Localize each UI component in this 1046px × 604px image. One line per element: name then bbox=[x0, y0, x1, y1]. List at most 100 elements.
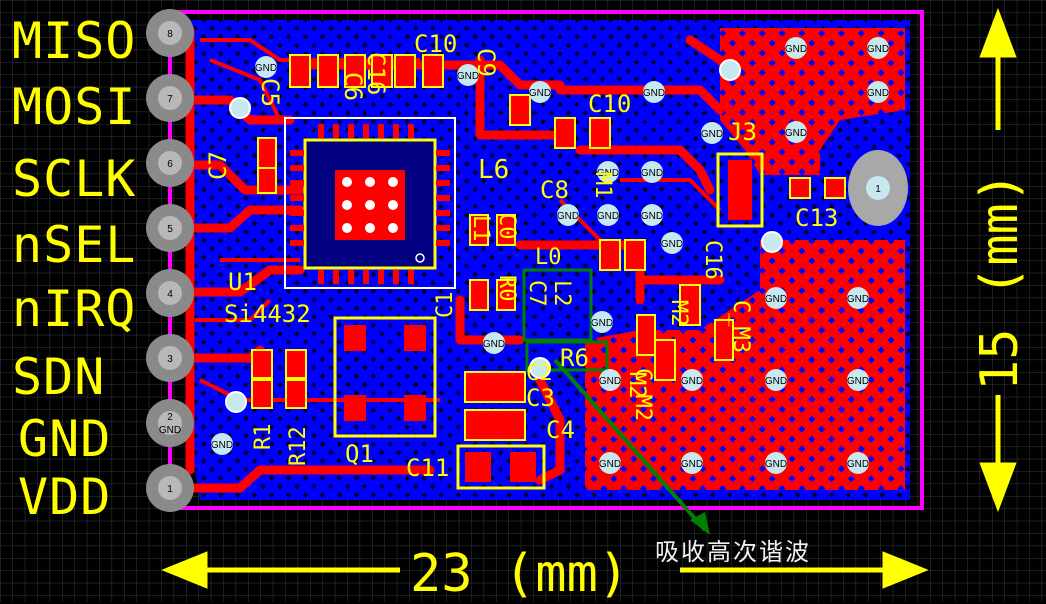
designators: C10 C9 C6 C16 C5 C7 C10 J3 L6 C8 M1 M2 C… bbox=[204, 30, 838, 482]
gnd-label: GND bbox=[641, 168, 663, 179]
thin-traces bbox=[195, 38, 722, 402]
gnd-label: GND bbox=[483, 339, 505, 350]
pin-label-sclk: SCLK bbox=[12, 150, 137, 208]
pin-label-sdn: SDN bbox=[12, 348, 106, 406]
pin-number-2: 2 bbox=[167, 412, 173, 423]
designator-c16-right: C16 bbox=[700, 240, 725, 280]
pin-pad-1: 1 bbox=[146, 464, 194, 512]
component-c11 bbox=[456, 444, 546, 490]
gnd-label: GND bbox=[255, 63, 277, 74]
gnd-label: GND bbox=[785, 44, 807, 55]
designator-q1: Q1 bbox=[345, 440, 374, 468]
pin-number-4: 4 bbox=[167, 289, 173, 300]
gnd-label: GND bbox=[867, 88, 889, 99]
dimension-height-label: 15 (mm) bbox=[970, 171, 1030, 391]
designator-c8: C8 bbox=[540, 176, 569, 204]
designator-c16-top: C16 bbox=[362, 52, 390, 95]
filter-highlight bbox=[522, 268, 710, 535]
chip-part-label: Si4432 bbox=[224, 300, 311, 328]
pin-number-5: 5 bbox=[167, 224, 173, 235]
dimension-arrows bbox=[161, 7, 1017, 589]
designator-j3: J3 bbox=[728, 118, 757, 146]
gnd-label: GND bbox=[681, 376, 703, 387]
designator-r1: R1 bbox=[251, 424, 276, 451]
antenna-copper-bottom bbox=[585, 240, 905, 490]
pin-number-7: 7 bbox=[167, 94, 173, 105]
pin-pad-3: 3 bbox=[146, 334, 194, 382]
pin-pad-7: 7 bbox=[146, 74, 194, 122]
designator-l6: L6 bbox=[478, 155, 509, 185]
gnd-label: GND bbox=[641, 211, 663, 222]
gnd-label: GND bbox=[643, 88, 665, 99]
designator-cm3: C_M3 bbox=[728, 300, 753, 353]
designator-r6: R6 bbox=[560, 344, 589, 372]
gnd-label: GND bbox=[457, 71, 479, 82]
chip-u1 bbox=[284, 117, 456, 289]
connector-j3 bbox=[716, 152, 764, 228]
gnd-label: GND bbox=[599, 376, 621, 387]
designator-c13: C13 bbox=[795, 204, 838, 232]
pin-number-6: 6 bbox=[167, 159, 173, 170]
pin-pad-4: 4 bbox=[146, 269, 194, 317]
designator-r12: R12 bbox=[286, 426, 311, 466]
designator-cm2: C_M2 bbox=[630, 368, 655, 421]
designator-c0: C0 bbox=[494, 213, 519, 240]
designator-c10-top: C10 bbox=[414, 30, 457, 58]
designator-m2: M2 bbox=[666, 300, 691, 327]
board-outline bbox=[168, 10, 924, 510]
pin-2-gnd-text: GND bbox=[159, 425, 181, 436]
designator-c7-mid: C7 bbox=[524, 280, 549, 307]
pin-number-8: 8 bbox=[167, 29, 173, 40]
gnd-label: GND bbox=[591, 318, 613, 329]
designator-c3: C3 bbox=[526, 384, 555, 412]
designator-c10-mid: C10 bbox=[588, 90, 631, 118]
designator-r0: R0 bbox=[494, 275, 519, 302]
designator-l2: L2 bbox=[549, 280, 574, 307]
pin-number-1: 1 bbox=[167, 484, 173, 495]
designator-c1: C1 bbox=[433, 292, 458, 319]
gnd-label: GND bbox=[765, 294, 787, 305]
gnd-label: GND bbox=[867, 44, 889, 55]
pin-label-miso: MISO bbox=[12, 12, 137, 70]
gnd-vias: GND GND GND GND GND GND GND GND GND GND … bbox=[211, 37, 889, 474]
designator-c9: C9 bbox=[472, 48, 500, 77]
pin-label-mosi: MOSI bbox=[12, 78, 137, 136]
gnd-label: GND bbox=[847, 376, 869, 387]
designator-c6: C6 bbox=[339, 72, 367, 101]
pin-label-nsel: nSEL bbox=[12, 216, 137, 274]
gnd-label: GND bbox=[847, 294, 869, 305]
gnd-label: GND bbox=[785, 128, 807, 139]
gnd-label: GND bbox=[211, 440, 233, 451]
designator-c2: C2 bbox=[526, 361, 553, 386]
chip-ref-label: U1 bbox=[228, 268, 257, 296]
pin-label-nirq: nIRQ bbox=[12, 280, 137, 338]
gnd-label: GND bbox=[847, 459, 869, 470]
dimension-width-label: 23 (mm) bbox=[410, 544, 630, 604]
gnd-label: GND bbox=[701, 129, 723, 140]
pin-pad-6: 6 bbox=[146, 139, 194, 187]
pin-number-3: 3 bbox=[167, 354, 173, 365]
harmonic-filter-annotation: 吸收高次谐波 bbox=[655, 538, 811, 566]
designator-m1: M1 bbox=[590, 172, 615, 199]
component-footprints bbox=[251, 54, 846, 441]
gnd-label: GND bbox=[529, 88, 551, 99]
gnd-label: GND bbox=[681, 459, 703, 470]
gnd-label: GND bbox=[597, 211, 619, 222]
gnd-label: GND bbox=[661, 239, 683, 250]
via-holes bbox=[225, 59, 783, 413]
gnd-label: GND bbox=[557, 211, 579, 222]
designator-c7-left: C7 bbox=[204, 151, 232, 180]
designator-l1: L1 bbox=[468, 215, 493, 242]
pin-label-gnd: GND bbox=[18, 410, 112, 468]
antenna-pad: 1 bbox=[848, 150, 908, 226]
designator-c4: C4 bbox=[546, 416, 575, 444]
designator-c5: C5 bbox=[256, 78, 284, 107]
pin-label-vdd: VDD bbox=[18, 468, 112, 526]
pin-pad-8: 8 bbox=[146, 9, 194, 57]
gnd-label: GND bbox=[765, 459, 787, 470]
designator-m2-lower: M2 bbox=[624, 372, 649, 399]
crystal-q1 bbox=[333, 316, 437, 438]
